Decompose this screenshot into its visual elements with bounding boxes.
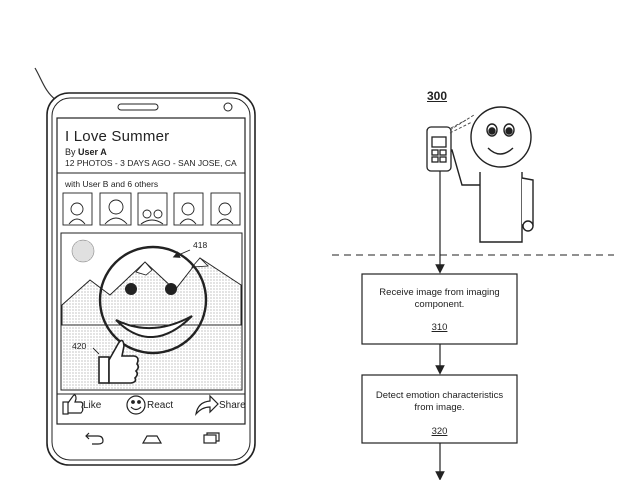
phone-camera	[223, 102, 233, 112]
step-310-ref: 310	[431, 322, 448, 333]
react-icon[interactable]	[126, 395, 146, 415]
smiley-face-icon	[98, 245, 208, 355]
like-icon[interactable]	[62, 394, 84, 415]
home-icon[interactable]	[141, 435, 163, 444]
step-320-line2: from image.	[414, 402, 465, 413]
step-320-ref: 320	[431, 426, 448, 437]
share-icon[interactable]	[195, 394, 219, 417]
phone-cable	[34, 67, 57, 101]
recent-apps-icon[interactable]	[203, 434, 217, 444]
like-button[interactable]: Like	[83, 400, 102, 411]
post-title: I Love Summer	[65, 128, 170, 145]
navigation-buttons	[85, 432, 220, 445]
post-author-name[interactable]: User A	[78, 147, 107, 157]
held-phone-icon	[426, 126, 452, 172]
share-button[interactable]: Share	[219, 400, 246, 411]
step-320-text: Detect emotion characteristics from imag…	[362, 390, 517, 414]
back-icon[interactable]	[86, 435, 104, 445]
step-box-320	[361, 374, 518, 444]
post-tagged-users[interactable]: with User B and 6 others	[65, 179, 159, 189]
phone-speaker	[117, 103, 159, 111]
step-310-text: Receive image from imaging component.	[362, 287, 517, 311]
figure-number: 300	[427, 89, 448, 103]
camera-view-lines	[449, 114, 475, 134]
step-310-line2: component.	[414, 299, 465, 310]
person-illustration	[441, 106, 534, 243]
step-310-line1: Receive image from imaging	[379, 287, 500, 298]
post-meta: 12 PHOTOS - 3 DAYS AGO - SAN JOSE, CA	[65, 158, 237, 168]
thumb-ref-label: 420	[72, 341, 87, 351]
sun-icon	[71, 239, 95, 263]
post-author: By User A	[65, 147, 107, 157]
phone-bezel	[51, 97, 251, 461]
step-320-line1: Detect emotion characteristics	[375, 390, 504, 401]
step-box-310	[361, 273, 518, 345]
post-photo	[60, 232, 243, 391]
emoji-ref-label: 418	[193, 240, 208, 250]
react-button[interactable]: React	[147, 400, 174, 411]
friend-thumbnails	[62, 192, 241, 226]
post-author-prefix: By	[65, 147, 79, 157]
thumbs-up-icon	[98, 339, 140, 384]
